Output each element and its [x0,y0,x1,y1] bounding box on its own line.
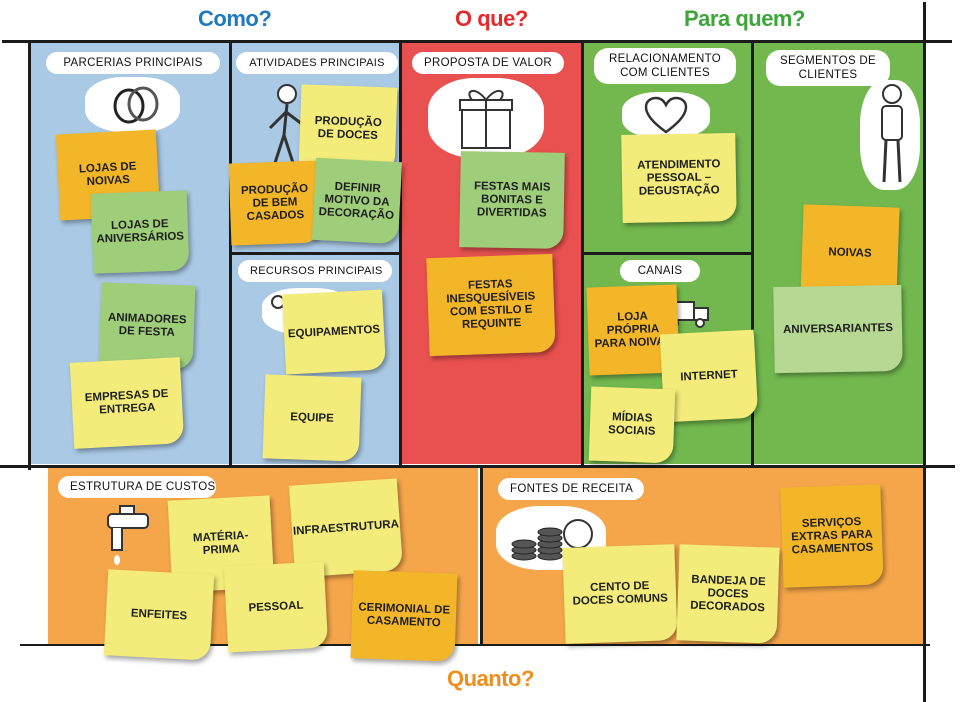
title-relacionamento: Relacionamento com Clientes [594,48,736,84]
title-parcerias: Parcerias Principais [46,52,220,74]
grid-line-horizontal [0,465,955,468]
grid-line-v4 [751,40,754,468]
note-equipamentos: Equipamentos [281,289,387,375]
coins-icon [511,519,593,561]
heart-icon [644,96,688,134]
gift-icon [459,90,513,149]
title-receita: Fontes de Receita [498,478,644,500]
note-aniversariantes: Aniversariantes [773,284,903,374]
note-midias-sociais: Mídias Sociais [588,386,676,464]
title-recursos: Recursos Principais [238,260,392,282]
note-equipe: Equipe [262,374,362,462]
grid-line-left [28,40,31,470]
header-oque: O que? [455,6,528,31]
note-festas-bonitas: Festas mais bonitas e divertidas [459,151,565,249]
grid-line-mid-right [582,252,752,255]
grid-line-bottom [20,644,930,646]
person-working-icon [268,84,303,167]
grid-line-v2 [399,40,402,468]
title-proposta: Proposta de Valor [412,52,564,74]
note-festas-inesqueciveis: Festas inesquesíveis com estilo e requin… [426,253,556,357]
title-segmentos-line1: Segmentos de [779,55,877,67]
person-standing-icon [881,84,903,183]
note-enfeites: Enfeites [103,569,215,661]
note-animadores-festa: Animadores de Festa [98,282,196,370]
note-bandeja-doces: Bandeja de Doces Decorados [676,544,780,644]
title-atividades: Atividades Principais [236,52,398,74]
faucet-icon [107,505,149,565]
title-segmentos-line2: Clientes [798,69,858,81]
header-quanto: Quanto? [447,666,534,691]
note-cerimonial: Cerimonial de Casamento [350,570,458,662]
grid-line-bottom-v [480,466,483,644]
business-model-canvas: Parcerias Principais Lojas de Noivas Loj… [0,2,955,702]
header-para-quem: Para quem? [684,6,805,31]
note-producao-bem-casados: Produção de Bem Casados [228,160,322,246]
title-relacionamento-line1: Relacionamento [609,53,721,65]
note-lojas-aniversarios: Lojas de Aniversários [90,190,190,274]
note-pessoal: Pessoal [223,561,329,653]
grid-line-top [2,40,952,43]
title-segmentos: Segmentos de Clientes [766,50,890,86]
title-custos: Estrutura de Custos [58,476,216,498]
grid-line-right [923,2,926,702]
rings-icon [113,86,159,124]
note-atendimento-pessoal: Atendimento Pessoal – Degustação [621,133,737,223]
title-relacionamento-line2: com Clientes [620,67,710,79]
grid-line-mid-left [230,252,400,255]
title-canais: Canais [620,260,700,282]
note-empresas-entrega: Empresas de Entrega [69,357,185,449]
note-definir-motivo: Definir Motivo da Decoração [311,157,403,245]
note-cento-doces: Cento de Doces Comuns [562,544,678,644]
note-servicos-extras: Serviços Extras para Casamentos [780,484,884,588]
header-como: Como? [198,6,272,31]
